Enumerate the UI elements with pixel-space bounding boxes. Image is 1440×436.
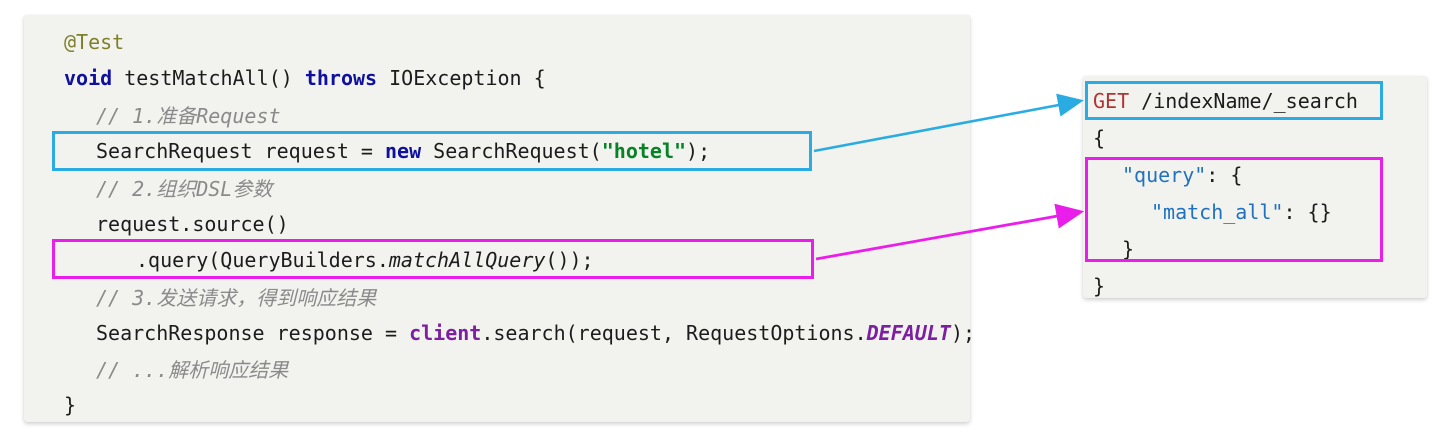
code-token: /indexName/_search — [1129, 88, 1358, 113]
code-token: "match_all" — [1151, 199, 1284, 224]
code-line: .query(QueryBuilders.matchAllQuery()); — [64, 242, 970, 278]
code-token: { — [1093, 125, 1106, 150]
code-line: } — [64, 387, 970, 423]
code-line: "query": { — [1093, 156, 1427, 193]
code-token: ); — [950, 320, 976, 345]
code-token: // 3.发送请求，得到响应结果 — [96, 285, 377, 310]
code-line: SearchRequest request = new SearchReques… — [64, 133, 970, 169]
code-token: GET — [1093, 88, 1130, 113]
code-token: matchAllQuery — [388, 247, 546, 272]
code-token: ()); — [545, 247, 594, 272]
code-token: : { — [1206, 162, 1243, 187]
code-line: } — [1093, 230, 1427, 267]
java-code-panel: @Test void testMatchAll() throws IOExcept… — [24, 15, 975, 423]
code-token: "hotel" — [601, 139, 687, 164]
code-line: @Test — [64, 24, 970, 60]
code-line: request.source() — [64, 205, 970, 241]
code-line: // 1.准备Request — [64, 97, 970, 133]
code-line: // ...解析响应结果 — [64, 351, 970, 387]
code-token: testMatchAll() — [112, 66, 305, 91]
code-token: .query(QueryBuilders. — [136, 247, 389, 272]
code-token: SearchRequest( — [421, 139, 602, 164]
code-token: SearchResponse response = — [96, 320, 410, 345]
code-token: throws — [304, 66, 378, 91]
code-token: } — [1122, 236, 1135, 261]
code-line: GET /indexName/_search — [1093, 82, 1427, 119]
code-line: // 2.组织DSL参数 — [64, 169, 970, 205]
code-token: new — [384, 139, 422, 164]
code-token: // 2.组织DSL参数 — [96, 176, 273, 201]
code-token: : {} — [1283, 199, 1332, 224]
code-token: } — [64, 393, 77, 418]
code-token: } — [1093, 273, 1106, 298]
code-token: "query" — [1122, 162, 1207, 187]
code-line: // 3.发送请求，得到响应结果 — [64, 278, 970, 314]
code-token: ); — [686, 139, 711, 164]
code-token: request.source() — [96, 211, 289, 236]
code-line: { — [1093, 119, 1427, 156]
code-token: .search(request, RequestOptions. — [481, 320, 867, 345]
code-token: IOException { — [377, 66, 546, 91]
code-token: void — [64, 66, 113, 91]
code-line: "match_all": {} — [1093, 193, 1427, 230]
code-token: client — [409, 320, 482, 345]
code-token: // ...解析响应结果 — [96, 358, 289, 383]
dsl-request-panel: GET /indexName/_search{"query": {"match_… — [1083, 76, 1427, 298]
code-token: DEFAULT — [866, 320, 951, 345]
code-token: SearchRequest request = — [96, 139, 385, 164]
code-line: } — [1093, 267, 1427, 304]
code-line: SearchResponse response = client.search(… — [64, 314, 975, 350]
code-line: void testMatchAll() throws IOException { — [64, 60, 970, 96]
code-token: @Test — [64, 30, 125, 55]
code-token: // 1.准备Request — [96, 104, 281, 129]
